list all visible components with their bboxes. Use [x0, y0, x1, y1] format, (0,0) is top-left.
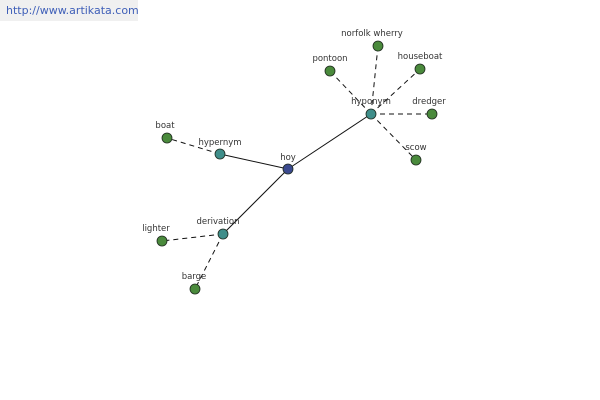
edges-layer	[161, 45, 432, 290]
edge-hyponym-norfolk_wherry	[370, 45, 379, 115]
node-label-norfolk-wherry: norfolk wherry	[341, 29, 403, 39]
node-hyponym[interactable]	[365, 108, 377, 120]
node-hypernym[interactable]	[214, 148, 226, 160]
node-label-barge: barge	[182, 272, 207, 282]
node-norfolk-wherry[interactable]	[372, 40, 384, 52]
node-label-dredger: dredger	[412, 97, 446, 107]
edge-hyponym-pontoon	[329, 70, 372, 115]
site-url-link[interactable]: http://www.artikata.com	[0, 0, 139, 21]
node-dredger[interactable]	[426, 108, 438, 120]
node-hoy[interactable]	[282, 163, 294, 175]
node-boat[interactable]	[161, 132, 173, 144]
node-derivation[interactable]	[217, 228, 229, 240]
edge-hypernym-boat	[166, 137, 221, 155]
nodes-layer	[156, 40, 438, 295]
node-label-boat: boat	[155, 121, 175, 131]
node-pontoon[interactable]	[324, 65, 336, 77]
edge-hoy-hyponym	[287, 113, 372, 170]
node-label-derivation: derivation	[196, 217, 239, 227]
edge-hyponym-houseboat	[370, 68, 421, 115]
node-label-hyponym: hyponym	[351, 97, 391, 107]
node-label-hypernym: hypernym	[198, 138, 241, 148]
edge-hyponym-scow	[370, 113, 417, 161]
node-houseboat[interactable]	[414, 63, 426, 75]
node-label-scow: scow	[405, 143, 426, 153]
node-lighter[interactable]	[156, 235, 168, 247]
labels-layer: hoy hyponym hypernym derivation norfolk wher…	[142, 29, 446, 282]
node-label-hoy: hoy	[280, 153, 296, 163]
node-label-houseboat: houseboat	[398, 52, 443, 62]
node-label-pontoon: pontoon	[312, 54, 347, 64]
node-barge[interactable]	[189, 283, 201, 295]
edge-derivation-lighter	[161, 233, 224, 242]
edge-derivation-barge	[194, 233, 224, 290]
edge-hoy-hypernym	[219, 153, 289, 170]
edge-hoy-derivation	[222, 168, 289, 235]
node-label-lighter: lighter	[142, 224, 170, 234]
node-scow[interactable]	[410, 154, 422, 166]
